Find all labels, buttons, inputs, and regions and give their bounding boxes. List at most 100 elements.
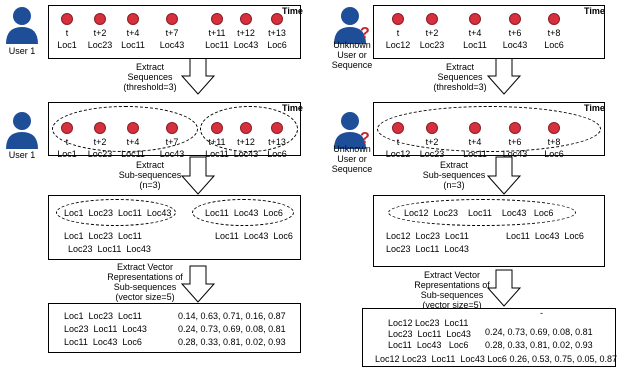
time-tick-label: t+13 — [268, 137, 286, 147]
timeline-event-dot — [240, 122, 252, 134]
time-tick-label: t+11 — [208, 137, 226, 147]
time-tick-label: t+2 — [425, 137, 439, 147]
subsequence-ellipse-2 — [192, 199, 294, 226]
sequence-text: Loc1 Loc23 Loc11 Loc43 — [64, 208, 172, 218]
time-tick-label: t+6 — [508, 28, 522, 38]
timeline-event-dot — [127, 122, 139, 134]
location-label: Loc12 — [385, 149, 411, 159]
block-arrow-right-1 — [486, 57, 522, 95]
subsequence-text: Loc12 Loc23 Loc11 — [386, 231, 469, 241]
timeline-event-dot — [211, 122, 223, 134]
timeline-event-dot — [94, 13, 106, 25]
timeline-event-dot — [392, 13, 404, 25]
location-label: Loc11 — [205, 149, 229, 159]
timeline-event-dot — [548, 13, 560, 25]
time-tick-label: t+2 — [93, 28, 107, 38]
timeline-event-dot — [94, 122, 106, 134]
location-label: Loc23 — [87, 149, 113, 159]
vector-value: 0.24, 0.73, 0.69, 0.08, 0.81 — [485, 327, 593, 337]
vector-combined-row: Loc12 Loc23 Loc11 Loc43 Loc6 0.26, 0.53,… — [375, 354, 618, 364]
location-label: Loc12 — [385, 40, 411, 50]
timeline-event-dot — [166, 122, 178, 134]
time-tick-label: t+4 — [468, 28, 482, 38]
timeline-event-dot — [271, 122, 283, 134]
location-label: Loc6 — [267, 149, 287, 159]
time-tick-label: t+8 — [547, 28, 561, 38]
time-label: Time — [282, 6, 303, 16]
timeline-event-dot — [127, 13, 139, 25]
subsequence-text: Loc11 Loc43 Loc6 — [506, 231, 584, 241]
timeline-event-dot — [509, 13, 521, 25]
location-label: Loc11 — [205, 40, 229, 50]
user-label: User 1 — [8, 46, 36, 56]
location-label: Loc43 — [159, 149, 185, 159]
location-label: Loc11 — [121, 40, 145, 50]
timeline-event-dot — [271, 13, 283, 25]
time-label: Time — [584, 6, 605, 16]
block-arrow-left-2 — [180, 156, 216, 195]
location-label: Loc6 — [544, 149, 564, 159]
time-tick-label: t+4 — [126, 137, 140, 147]
timeline-event-dot — [166, 13, 178, 25]
subsequence-text: Loc23 Loc11 Loc43 — [68, 244, 151, 254]
timeline-event-dot — [61, 13, 73, 25]
timeline-event-dot — [469, 13, 481, 25]
vector-seq: Loc23 Loc11 Loc43 — [64, 324, 147, 334]
vector-seq: Loc11 Loc43 Loc6 — [388, 340, 469, 350]
time-label: Time — [282, 103, 303, 113]
right-sequence-box-1 — [373, 5, 605, 59]
location-label: Loc43 — [233, 40, 259, 50]
location-label: Loc23 — [87, 40, 113, 50]
time-tick-label: t+2 — [425, 28, 439, 38]
time-tick-label: t+13 — [268, 28, 286, 38]
unknown-user-icon: ? — [334, 112, 370, 149]
vector-seq: Loc23 Loc11 Loc43 — [388, 329, 471, 339]
location-label: Loc23 — [419, 149, 445, 159]
time-tick-label: t — [396, 137, 400, 147]
time-tick-label: t+12 — [237, 137, 255, 147]
vector-seq: Loc12 Loc23 Loc11 — [388, 318, 469, 328]
sequence-text: Loc11 Loc43 Loc6 — [205, 208, 283, 218]
location-label: Loc1 — [57, 40, 77, 50]
timeline-event-dot — [469, 122, 481, 134]
block-arrow-left-1 — [180, 57, 216, 95]
timeline-event-dot — [211, 13, 223, 25]
subsequence-text: Loc1 Loc23 Loc11 — [64, 231, 142, 241]
svg-text:?: ? — [360, 130, 370, 147]
timeline-event-dot — [240, 13, 252, 25]
timeline-event-dot — [61, 122, 73, 134]
block-arrow-left-3 — [180, 265, 216, 303]
user-icon — [6, 112, 38, 149]
vector-dash: - — [540, 308, 543, 318]
location-label: Loc43 — [502, 149, 528, 159]
location-label: Loc6 — [267, 40, 287, 50]
vector-value: 0.28, 0.33, 0.81, 0.02, 0.93 — [485, 340, 593, 350]
left-vector-box — [48, 303, 301, 353]
sequence-ellipse-2 — [200, 106, 298, 152]
vector-value: 0.14, 0.63, 0.71, 0.16, 0.87 — [178, 311, 286, 321]
time-tick-label: t+8 — [547, 137, 561, 147]
user-label: User 1 — [8, 150, 36, 160]
vector-seq: Loc11 Loc43 Loc6 — [64, 337, 142, 347]
time-tick-label: t+12 — [237, 28, 255, 38]
timeline-event-dot — [392, 122, 404, 134]
location-label: Loc11 — [463, 40, 487, 50]
time-tick-label: t — [65, 28, 69, 38]
vector-seq: Loc1 Loc23 Loc11 — [64, 311, 142, 321]
timeline-event-dot — [426, 122, 438, 134]
location-label: Loc43 — [502, 40, 528, 50]
time-tick-label: t+6 — [508, 137, 522, 147]
subsequence-ellipse-1 — [56, 199, 176, 226]
block-arrow-right-2 — [486, 156, 522, 195]
sequence-text: Loc12 Loc23 Loc11 Loc43 Loc6 — [404, 208, 554, 218]
time-tick-label: t+7 — [165, 28, 179, 38]
location-label: Loc11 — [121, 149, 145, 159]
time-tick-label: t+2 — [93, 137, 107, 147]
svg-text:?: ? — [360, 25, 370, 42]
